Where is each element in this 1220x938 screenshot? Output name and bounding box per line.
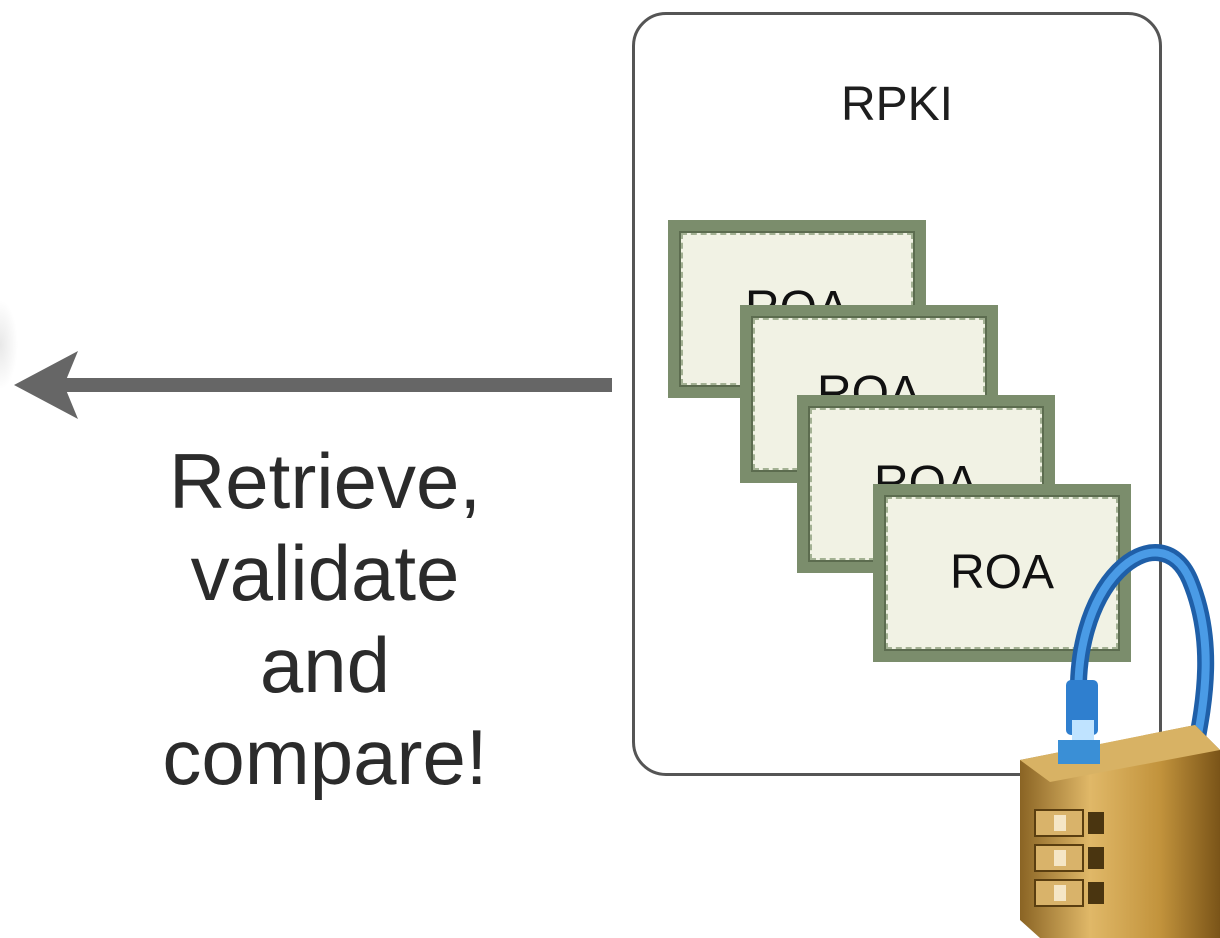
- rpki-title: RPKI: [840, 78, 954, 131]
- caption-line: validate: [190, 529, 460, 617]
- left-panel-shadow: [0, 300, 18, 390]
- caption-line: and: [259, 621, 391, 709]
- caption-line: Retrieve,: [168, 437, 482, 525]
- caption-line: compare!: [162, 713, 488, 801]
- padlock-cable-icon: [1020, 544, 1220, 938]
- roa-label: ROA: [949, 546, 1054, 599]
- retrieve-arrow: [14, 351, 612, 419]
- caption-retrieve-validate-compare: Retrieve, validate and compare!: [95, 435, 555, 803]
